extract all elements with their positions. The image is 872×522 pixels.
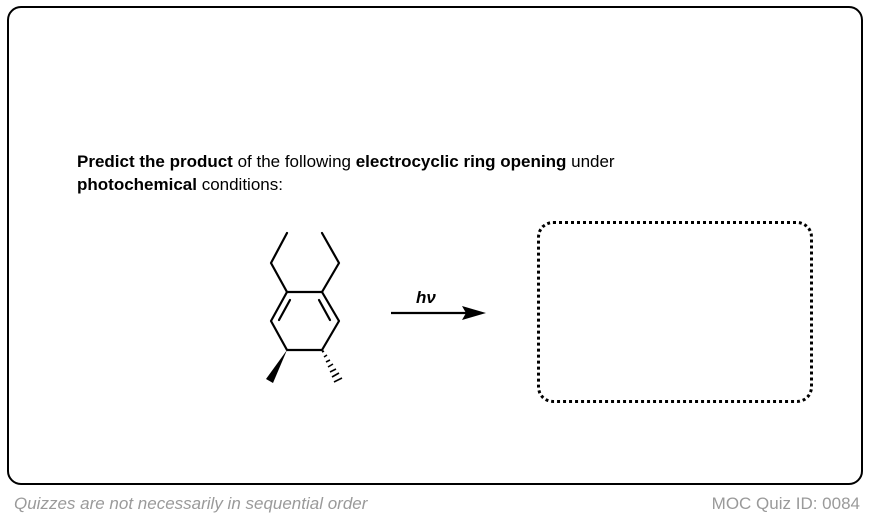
ethyl-left-bond <box>269 231 289 294</box>
hashed-bond <box>321 350 343 383</box>
quiz-id: MOC Quiz ID: 0084 <box>711 494 860 513</box>
question-emphasis: electrocyclic ring opening <box>355 152 567 171</box>
footer-note: Quizzes are not necessarily in sequentia… <box>14 494 368 513</box>
arrow-head-icon <box>462 306 486 320</box>
double-bond-left <box>277 298 292 322</box>
ring-bonds <box>269 290 341 352</box>
ethyl-right-bond <box>320 231 341 294</box>
question-text: Predict the product of the following ele… <box>77 150 797 196</box>
question-emphasis: Predict the product <box>77 152 233 171</box>
question-text-part: under <box>566 152 615 171</box>
question-text-part: of the following <box>232 152 356 171</box>
question-text-part: conditions: <box>196 175 283 194</box>
wedge-bond <box>266 350 287 383</box>
answer-box[interactable] <box>537 221 813 403</box>
double-bond-right <box>317 298 332 322</box>
question-emphasis: photochemical <box>77 175 197 194</box>
quiz-card <box>7 6 863 485</box>
condition-label: hν <box>416 288 436 307</box>
